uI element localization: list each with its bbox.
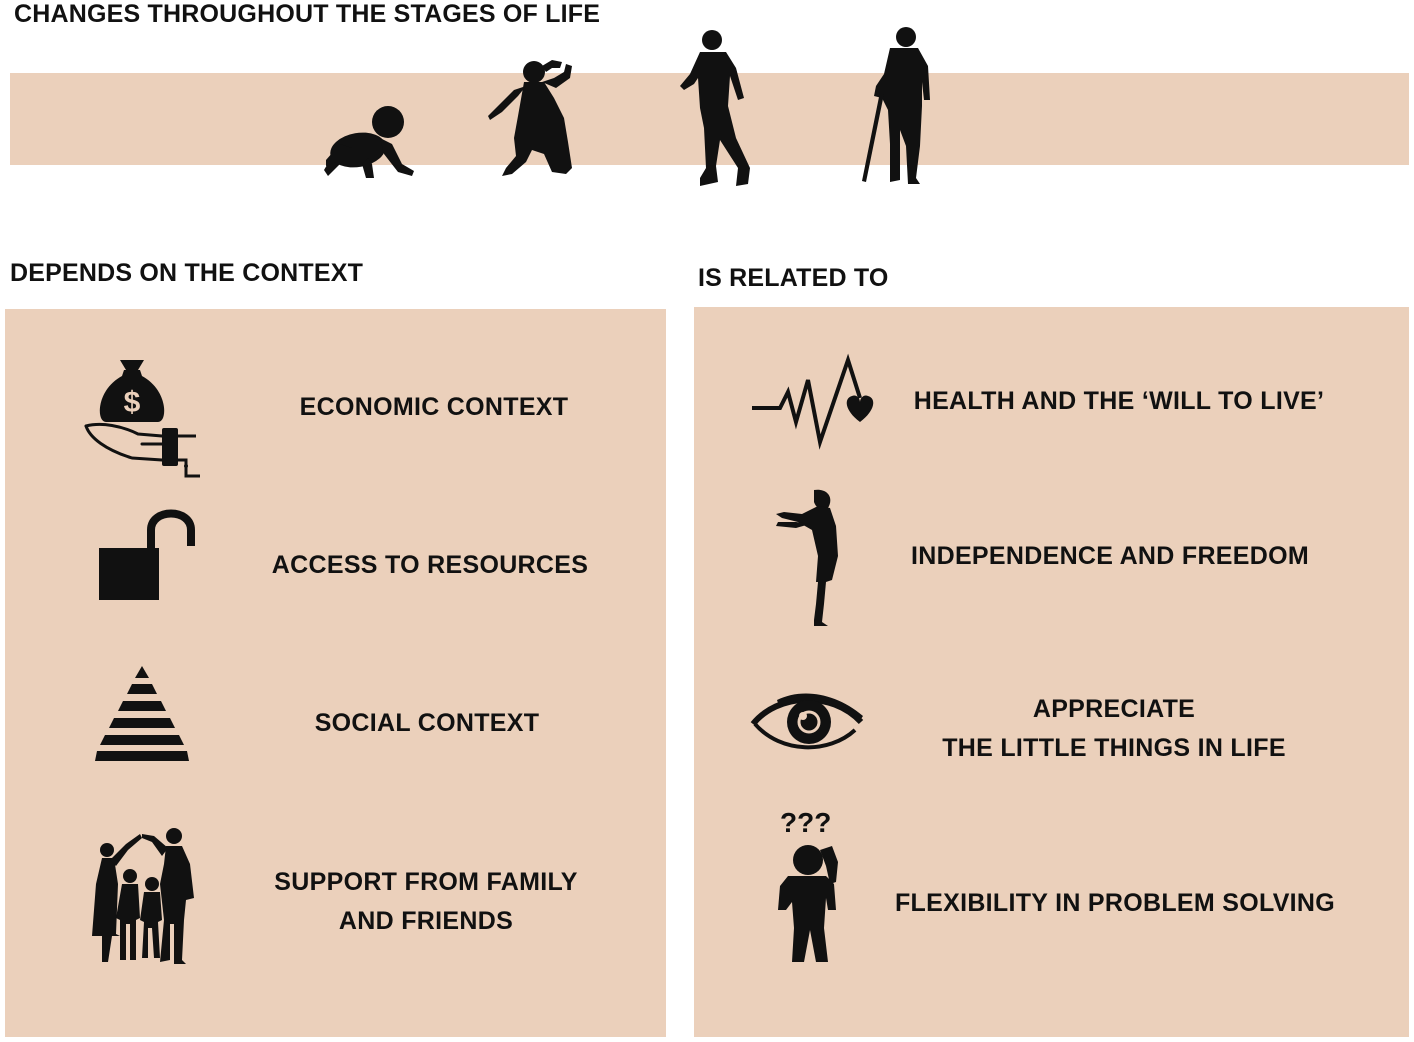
family-group-icon xyxy=(86,824,198,964)
money-bag-in-hand-icon: $ xyxy=(82,356,204,478)
item-label: INDEPENDENCE AND FREEDOM xyxy=(911,542,1309,570)
right-section-heading: IS RELATED TO xyxy=(698,264,889,292)
thinking-person-icon: ??? xyxy=(778,806,840,964)
item-label: ACCESS TO RESOURCES xyxy=(271,551,589,579)
crawling-baby-icon xyxy=(322,104,418,180)
item-label: SOCIAL CONTEXT xyxy=(314,709,540,737)
walking-adult-icon xyxy=(678,28,758,188)
eye-icon xyxy=(750,690,865,754)
jumping-child-icon xyxy=(488,58,578,180)
item-label: APPRECIATE THE LITTLE THINGS IN LIFE xyxy=(942,695,1286,762)
free-figure-icon xyxy=(774,486,842,628)
item-label: ECONOMIC CONTEXT xyxy=(299,393,569,421)
item-label: HEALTH AND THE ‘WILL TO LIVE’ xyxy=(913,387,1325,415)
elderly-with-cane-icon xyxy=(860,26,936,186)
svg-text:$: $ xyxy=(124,386,141,419)
open-padlock-icon xyxy=(97,504,199,602)
diagram-title: CHANGES THROUGHOUT THE STAGES OF LIFE xyxy=(14,0,601,28)
item-label: FLEXIBILITY IN PROBLEM SOLVING xyxy=(894,889,1336,917)
left-section-heading: DEPENDS ON THE CONTEXT xyxy=(10,259,364,287)
striped-pyramid-icon xyxy=(95,666,189,762)
heartbeat-heart-icon xyxy=(752,353,878,450)
svg-text:???: ??? xyxy=(780,807,831,838)
item-label: SUPPORT FROM FAMILY AND FRIENDS xyxy=(274,868,578,935)
